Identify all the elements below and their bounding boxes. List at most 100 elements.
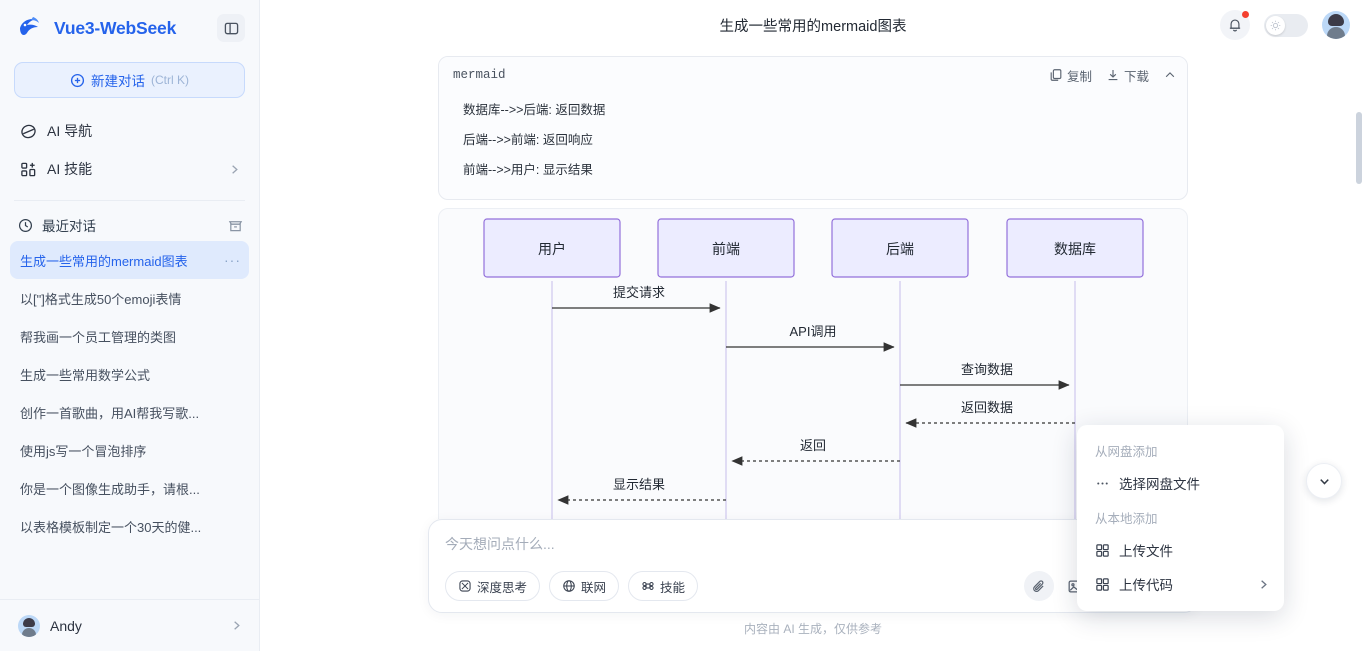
sidebar-item-label: AI 技能 — [47, 161, 93, 177]
conversation-title: 你是一个图像生成助手，请根... — [20, 481, 200, 497]
app-brand: Vue3-WebSeek — [54, 17, 177, 38]
conversation-title: 以表格模板制定一个30天的健... — [20, 519, 202, 535]
chevron-right-icon — [1261, 579, 1267, 589]
code-line: 前端-->>用户: 显示结果 — [463, 163, 593, 177]
dots-icon — [1097, 481, 1108, 485]
conversation-item[interactable]: 生成一些常用的mermaid图表 ··· — [10, 241, 249, 279]
recent-conversations-header: 最近对话 — [0, 201, 259, 241]
conversation-title: 创作一首歌曲，用AI帮我写歌... — [20, 405, 200, 421]
composer-toolbar: 深度思考 联网 — [445, 570, 1183, 602]
message-label: 提交请求 — [613, 285, 665, 300]
message-label: 返回 — [800, 438, 826, 453]
globe-icon — [563, 580, 575, 592]
panel-toggle-button[interactable] — [217, 14, 245, 42]
message-label: 返回数据 — [961, 400, 1013, 415]
conversation-item[interactable]: 帮我画一个员工管理的类图 — [10, 317, 249, 355]
skills-button[interactable]: 技能 — [628, 571, 699, 601]
popup-item-upload-code[interactable]: 上传代码 — [1077, 567, 1284, 601]
mermaid-diagram: 用户 前端 后端 数据库 — [438, 208, 1188, 538]
popup-section-title: 从网盘添加 — [1095, 445, 1158, 459]
sidebar-item-ai-skills[interactable]: AI 技能 — [10, 150, 249, 188]
brain-icon — [459, 580, 471, 592]
chip-label: 深度思考 — [477, 580, 528, 595]
sidebar-divider — [14, 200, 245, 201]
theme-toggle[interactable] — [1264, 13, 1308, 37]
participant-label: 后端 — [886, 241, 914, 257]
grid-icon — [21, 162, 36, 176]
popup-item-select-cloud-file[interactable]: 选择网盘文件 — [1077, 466, 1284, 500]
sidebar-nav: AI 导航 AI 技能 — [0, 108, 259, 188]
sidebar-header: Vue3-WebSeek — [0, 0, 259, 56]
upload-popup-menu: 从网盘添加 选择网盘文件 从本地添加 上传文件 — [1077, 425, 1284, 611]
sun-icon — [1270, 20, 1281, 30]
conversation-item[interactable]: 创作一首歌曲，用AI帮我写歌... — [10, 393, 249, 431]
conversation-item[interactable]: 你是一个图像生成助手，请根... — [10, 469, 249, 507]
conversation-item[interactable]: 生成一些常用数学公式 — [10, 355, 249, 393]
code-block-header: mermaid 复制 — [439, 57, 1187, 93]
popup-item-upload-file[interactable]: 上传文件 — [1077, 533, 1284, 567]
chip-label: 技能 — [660, 580, 686, 595]
plus-circle-icon — [70, 73, 85, 87]
sidebar-item-label: AI 导航 — [47, 123, 93, 139]
chat-input[interactable]: 今天想问点什么... — [445, 536, 555, 552]
copy-icon — [1050, 69, 1062, 81]
copy-button[interactable]: 复制 — [1049, 66, 1092, 85]
popup-item-label: 上传文件 — [1119, 544, 1173, 559]
participant-label: 数据库 — [1054, 241, 1096, 257]
chevron-right-icon — [234, 621, 240, 630]
code-line: 数据库-->>后端: 返回数据 — [463, 103, 606, 117]
conversation-list: 生成一些常用的mermaid图表 ··· 以["]格式生成50个emoji表情 … — [0, 241, 259, 599]
notifications-button[interactable] — [1220, 10, 1250, 40]
download-icon — [1108, 70, 1118, 81]
popup-item-label: 选择网盘文件 — [1119, 477, 1200, 492]
message-label: 查询数据 — [961, 362, 1013, 377]
avatar — [18, 614, 40, 637]
top-bar: 生成一些常用的mermaid图表 — [260, 0, 1366, 50]
download-button[interactable]: 下载 — [1106, 66, 1149, 85]
conversation-title: 以["]格式生成50个emoji表情 — [20, 291, 182, 307]
new-chat-button[interactable]: 新建对话 (Ctrl K) — [14, 62, 245, 98]
sequence-diagram-svg: 用户 前端 后端 数据库 — [483, 218, 1144, 537]
notification-badge — [1242, 11, 1249, 18]
compass-icon — [21, 124, 36, 138]
code-language-label: mermaid — [453, 68, 506, 82]
content-scrollbar[interactable] — [1356, 112, 1362, 184]
attach-button[interactable] — [1024, 571, 1054, 601]
copy-label: 复制 — [1066, 69, 1092, 84]
sidebar: Vue3-WebSeek 新建对话 (Ctrl K) — [0, 0, 260, 651]
sidebar-item-ai-nav[interactable]: AI 导航 — [10, 112, 249, 150]
conversation-more-icon[interactable]: ··· — [224, 252, 241, 268]
conversation-title: 生成一些常用数学公式 — [20, 367, 151, 383]
deep-think-button[interactable]: 深度思考 — [445, 571, 541, 601]
message-column: mermaid 复制 — [438, 56, 1188, 538]
conversation-content: mermaid 复制 — [260, 50, 1366, 651]
grid-icon — [1096, 577, 1109, 591]
code-block: mermaid 复制 — [438, 56, 1188, 200]
recent-label: 最近对话 — [42, 219, 96, 234]
page-title: 生成一些常用的mermaid图表 — [719, 18, 907, 35]
app-logo-icon — [16, 14, 46, 42]
user-avatar[interactable] — [1322, 11, 1350, 39]
new-chat-shortcut: (Ctrl K) — [151, 73, 189, 87]
message-label: API调用 — [790, 324, 837, 339]
conversation-title: 使用js写一个冒泡排序 — [20, 443, 147, 459]
chevron-right-icon — [232, 164, 238, 174]
main-area: 生成一些常用的mermaid图表 — [260, 0, 1366, 651]
archive-icon[interactable] — [228, 218, 243, 233]
conversation-item[interactable]: 以["]格式生成50个emoji表情 — [10, 279, 249, 317]
top-bar-actions — [1220, 10, 1350, 40]
conversation-item[interactable]: 使用js写一个冒泡排序 — [10, 431, 249, 469]
sidebar-user-profile[interactable]: Andy — [0, 599, 259, 651]
theme-toggle-knob — [1266, 15, 1285, 35]
scroll-to-bottom-button[interactable] — [1306, 463, 1342, 499]
collapse-button[interactable] — [1163, 68, 1177, 82]
attach-icon — [1032, 579, 1044, 592]
popup-item-label: 上传代码 — [1119, 578, 1173, 593]
web-search-button[interactable]: 联网 — [549, 571, 620, 601]
participant-label: 用户 — [538, 241, 566, 257]
conversation-item[interactable]: 以表格模板制定一个30天的健... — [10, 507, 249, 545]
code-block-body: 数据库-->>后端: 返回数据 后端-->>前端: 返回响应 前端-->>用户:… — [439, 93, 1187, 199]
disclaimer-text: 内容由 AI 生成，仅供参考 — [743, 622, 882, 636]
popup-section-title: 从本地添加 — [1095, 512, 1158, 526]
participant-boxes-top: 用户 前端 后端 数据库 — [483, 218, 1144, 278]
